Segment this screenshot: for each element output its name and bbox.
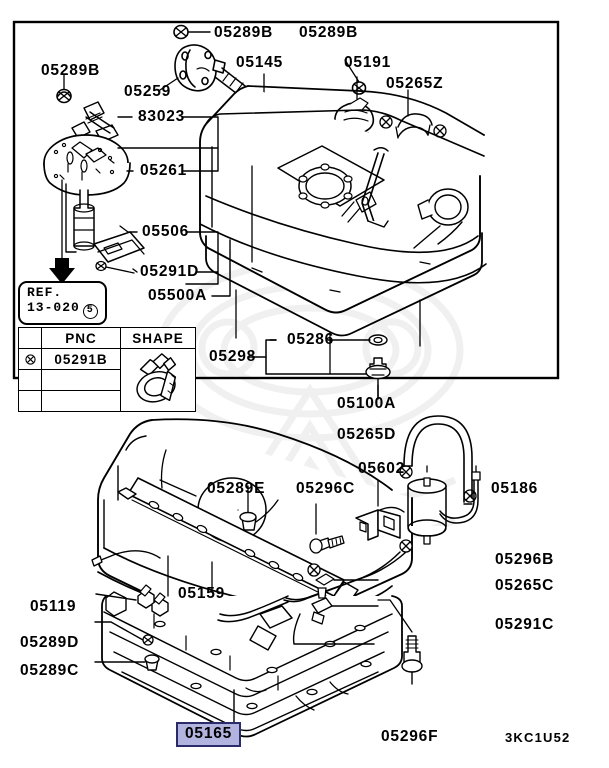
table-header-row: PNC SHAPE (18, 327, 196, 349)
label-05296f: 05296F (381, 728, 439, 745)
label-83023: 83023 (138, 108, 186, 125)
row-shape-cell (120, 348, 196, 412)
label-05291c: 05291C (495, 616, 555, 633)
row-pnc-value: 05291B (41, 348, 121, 370)
lower-diagram-artwork (91, 415, 481, 738)
row-mark-icon (18, 348, 42, 370)
label-05500a: 05500A (148, 287, 208, 304)
label-05286: 05286 (287, 331, 335, 348)
x-circle-icon (24, 353, 36, 365)
label-05602: 05602 (358, 460, 406, 477)
label-05265z: 05265Z (386, 75, 444, 92)
ref-line-1: REF. (27, 285, 63, 300)
row-pnc-value (41, 369, 121, 391)
label-05289b-left: 05289B (41, 62, 101, 79)
header-pnc: PNC (41, 327, 121, 349)
label-05298: 05298 (209, 348, 257, 365)
label-05506: 05506 (142, 223, 190, 240)
label-05145: 05145 (236, 54, 284, 71)
label-05296c: 05296C (296, 480, 356, 497)
ref-circle-number: 5 (82, 303, 98, 319)
label-05261: 05261 (140, 162, 188, 179)
table-row (18, 390, 196, 412)
row-mark-icon (18, 369, 42, 391)
upper-diagram-frame (12, 20, 560, 380)
label-05289e: 05289E (207, 480, 266, 497)
upper-diagram-artwork (43, 24, 487, 400)
label-05186: 05186 (491, 480, 539, 497)
header-mark (18, 327, 42, 349)
hose-clamp-icon (136, 353, 177, 403)
pnc-shape-table: PNC SHAPE 05291B (18, 327, 196, 412)
label-05296b: 05296B (495, 551, 555, 568)
label-05265d: 05265D (337, 426, 397, 443)
label-05159: 05159 (178, 585, 226, 602)
label-05289b-top: 05289B (214, 24, 274, 41)
highlighted-part-label[interactable]: 05165 (176, 722, 242, 747)
label-05119: 05119 (30, 598, 77, 615)
label-05289d: 05289D (20, 634, 80, 651)
label-05289c: 05289C (20, 662, 80, 679)
label-05289b-right: 05289B (299, 24, 359, 41)
label-05100a: 05100A (337, 395, 397, 412)
header-shape: SHAPE (120, 327, 196, 349)
row-pnc-value (41, 390, 121, 412)
label-05291d: 05291D (140, 263, 200, 280)
table-row: 05291B (18, 348, 196, 412)
label-05259: 05259 (124, 83, 172, 100)
table-row (18, 369, 196, 391)
label-05191: 05191 (344, 54, 392, 71)
label-05265c: 05265C (495, 577, 555, 594)
diagram-code: 3KC1U52 (505, 730, 571, 745)
